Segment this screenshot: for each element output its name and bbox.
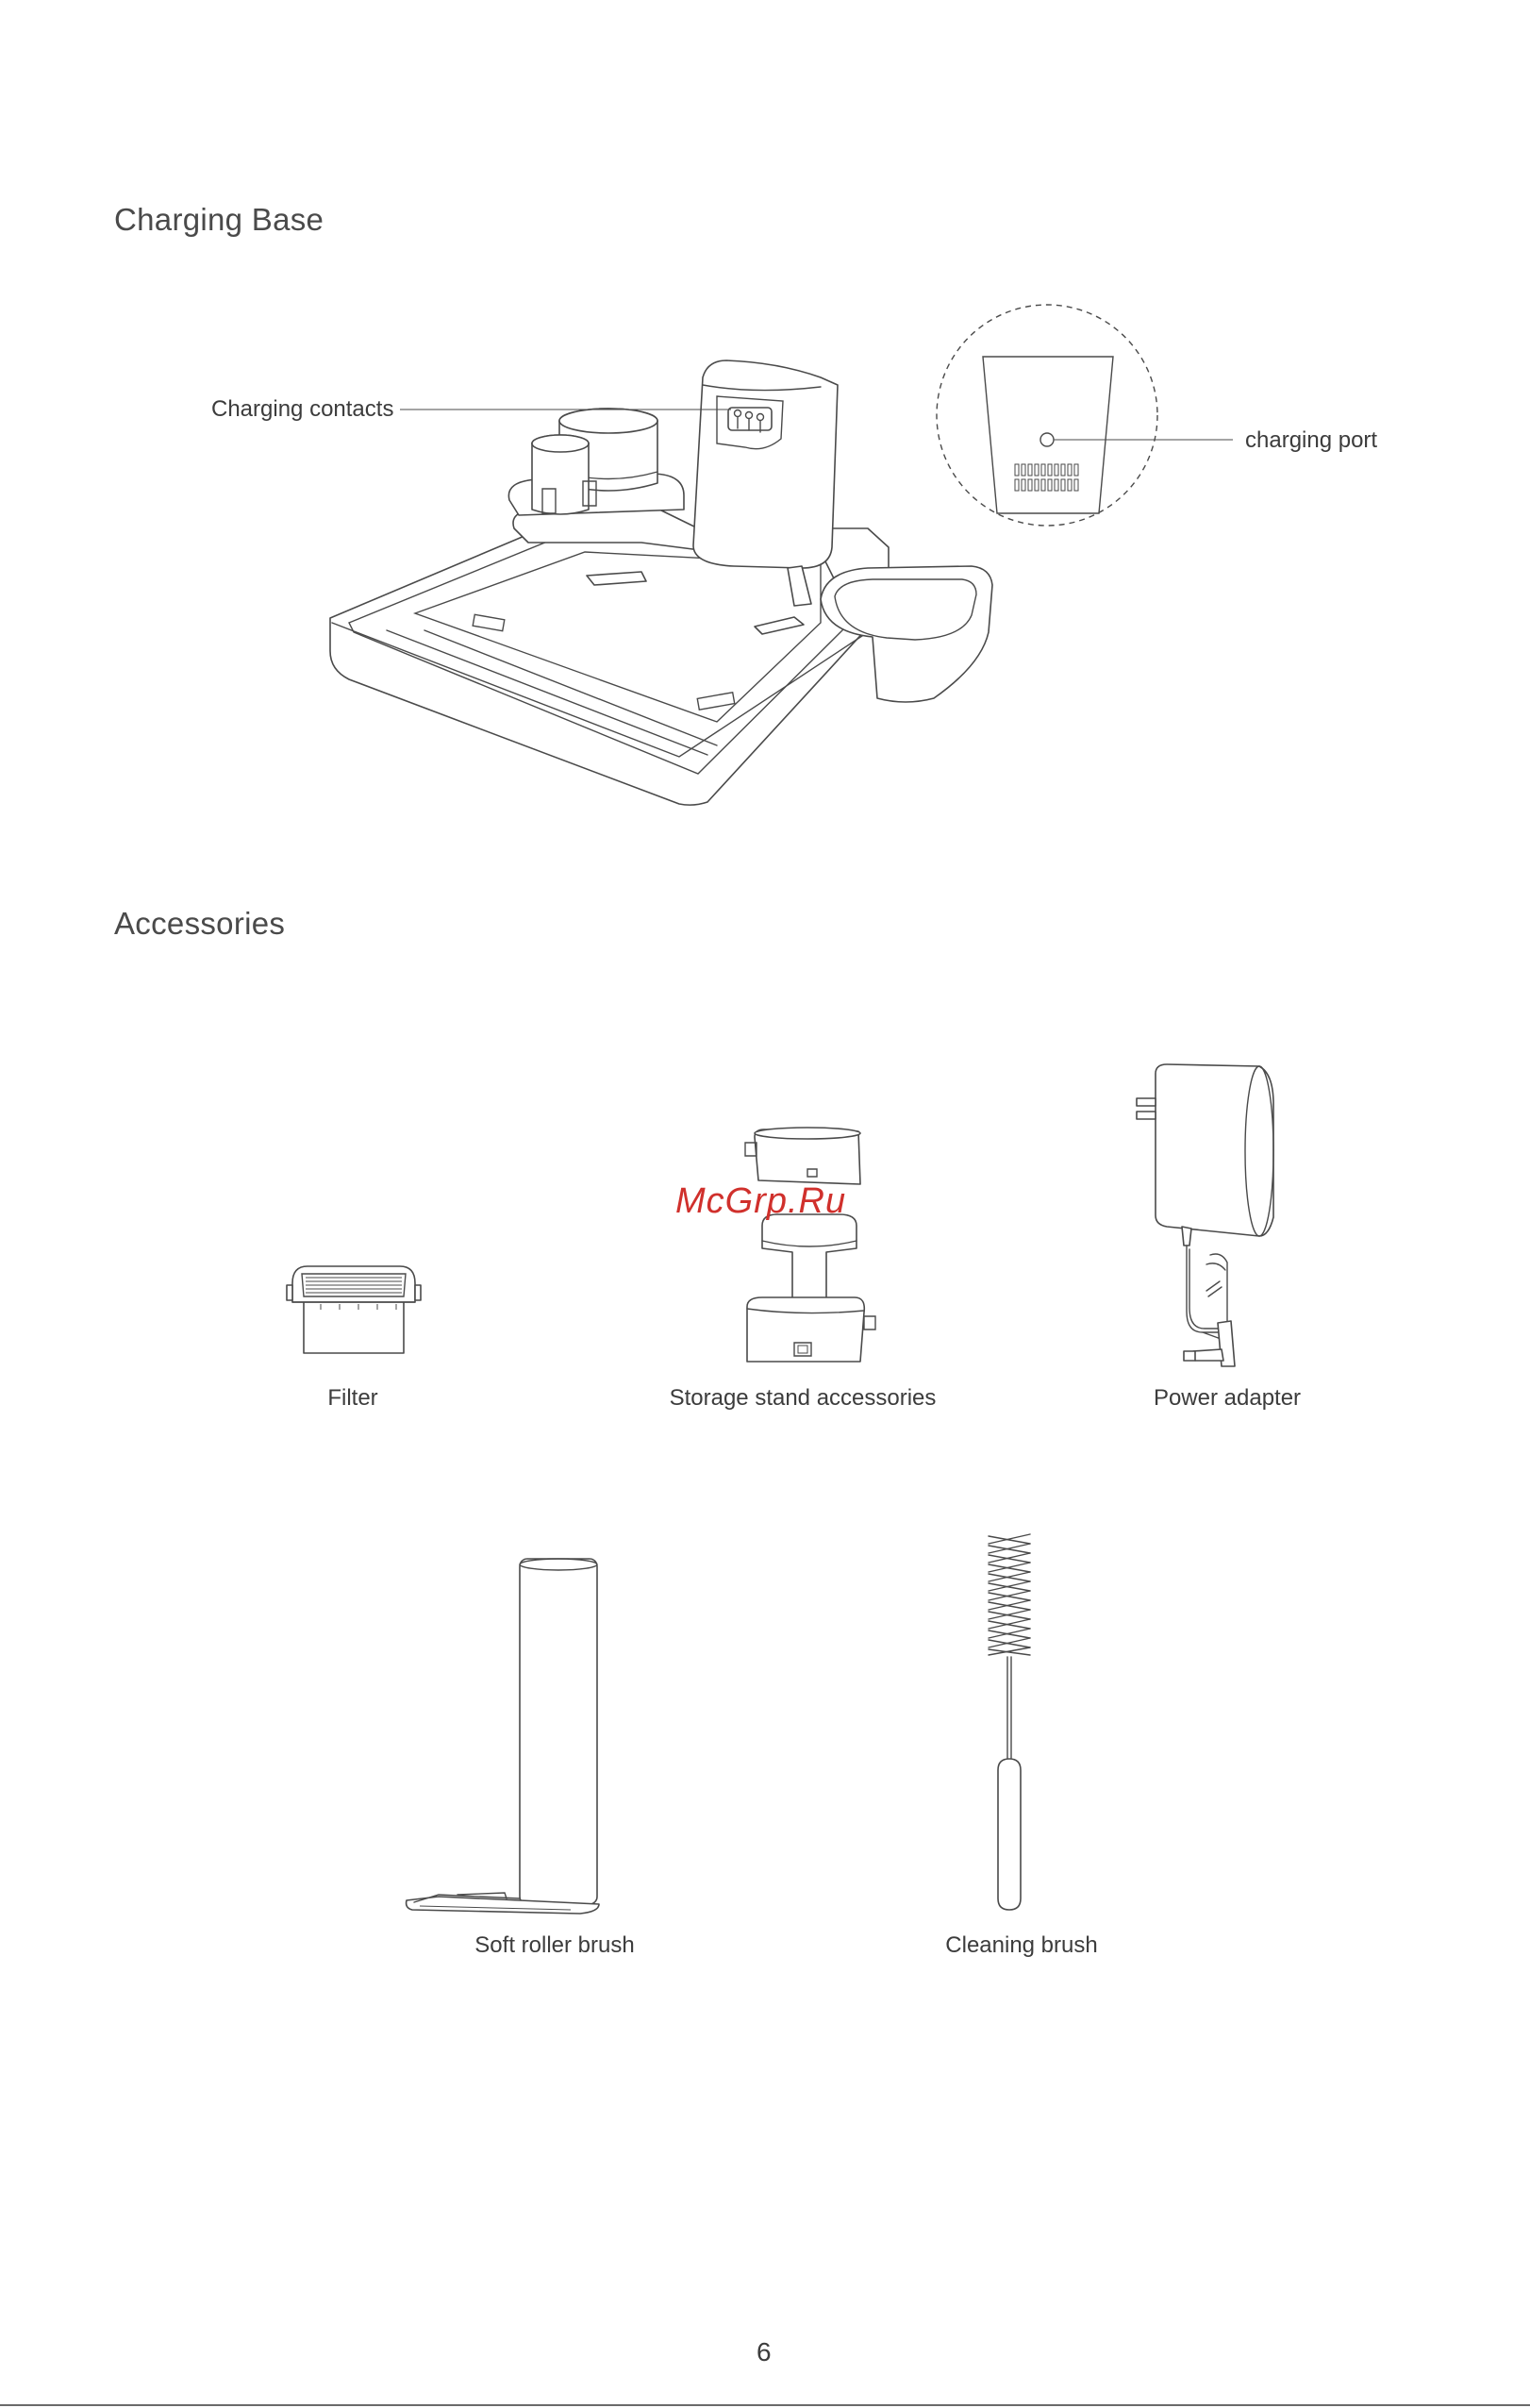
charging-contacts-callout: Charging contacts: [211, 396, 393, 423]
soft-roller-brush-label: Soft roller brush: [474, 1932, 634, 1959]
charging-base-heading: Charging Base: [114, 202, 324, 238]
charging-port-callout: charging port: [1245, 427, 1377, 454]
page-number: 6: [757, 2337, 772, 2367]
charging-base-illustration: [311, 349, 1000, 811]
power-adapter-label: Power adapter: [1154, 1385, 1301, 1412]
power-adapter-icon: [1127, 1057, 1278, 1373]
soft-roller-brush-icon: [401, 1557, 599, 1915]
accessories-heading: Accessories: [114, 906, 285, 942]
bottom-rule: [0, 2404, 1530, 2406]
storage-stand-icon: [736, 1128, 887, 1363]
cleaning-brush-icon: [981, 1530, 1038, 1913]
cleaning-brush-label: Cleaning brush: [945, 1932, 1097, 1959]
filter-label: Filter: [327, 1385, 377, 1412]
storage-stand-label: Storage stand accessories: [670, 1385, 937, 1412]
filter-icon: [283, 1263, 424, 1357]
watermark-text: McGrp.Ru: [675, 1181, 846, 1222]
charging-port-detail: [934, 304, 1160, 530]
